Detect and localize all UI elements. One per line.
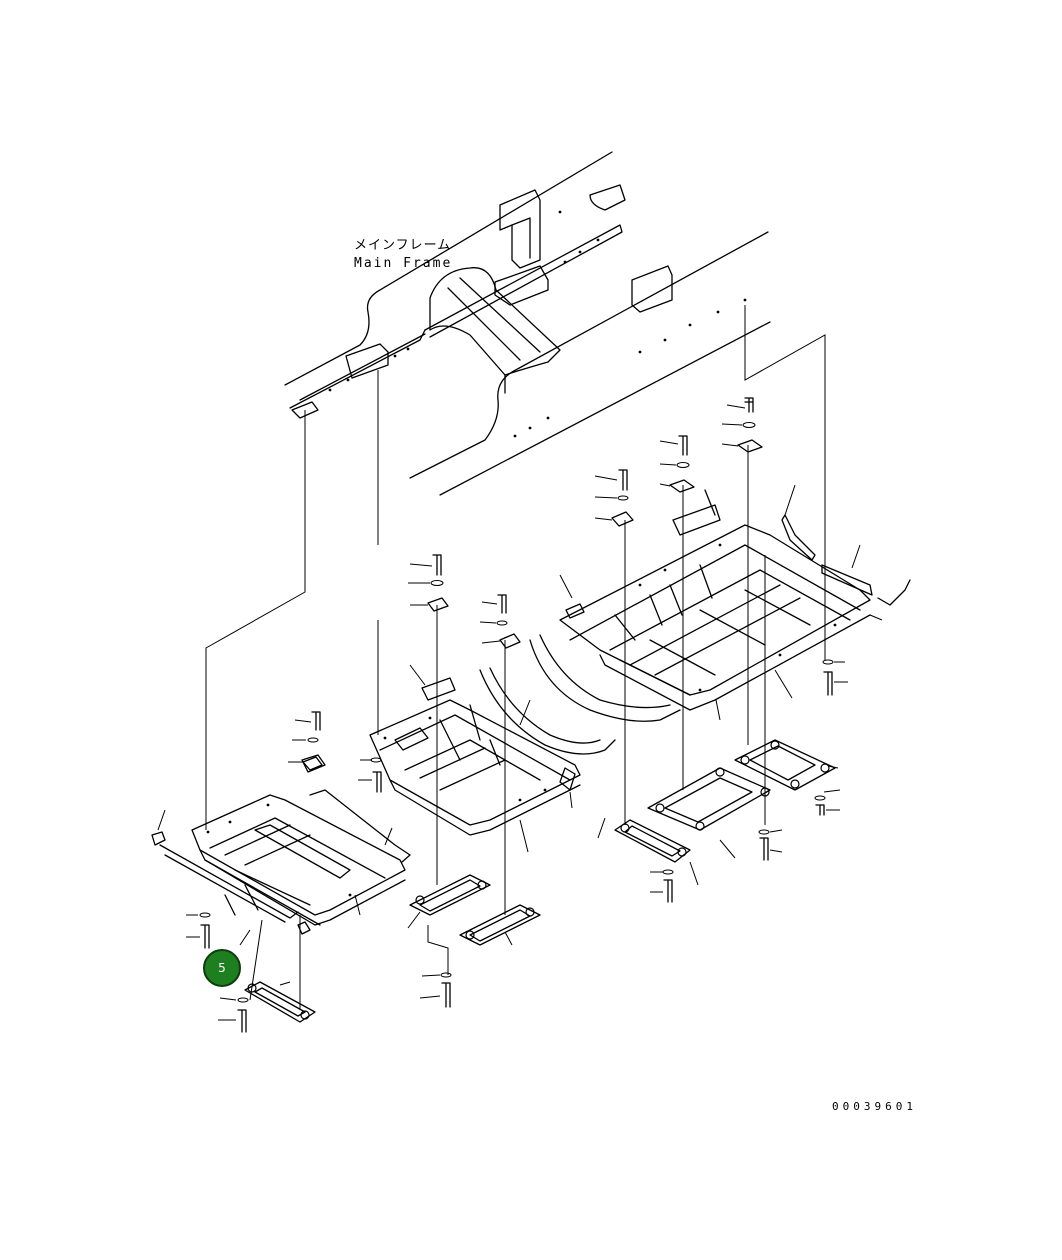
drawing-id: 00039601	[832, 1100, 917, 1113]
callout-number: 5	[218, 961, 226, 975]
main-frame-label-en: Main Frame	[354, 256, 453, 271]
leader-ticks	[157, 404, 883, 1021]
center-lines	[205, 305, 826, 1010]
main-frame-label-jp: メインフレーム	[354, 238, 452, 253]
left-guard	[151, 754, 411, 935]
main-frame	[284, 151, 771, 496]
fasteners	[199, 397, 834, 1033]
bottom-plates	[244, 739, 836, 1023]
callout-5[interactable]: 5	[203, 949, 241, 987]
middle-guard	[369, 667, 616, 836]
right-guard	[529, 489, 911, 722]
